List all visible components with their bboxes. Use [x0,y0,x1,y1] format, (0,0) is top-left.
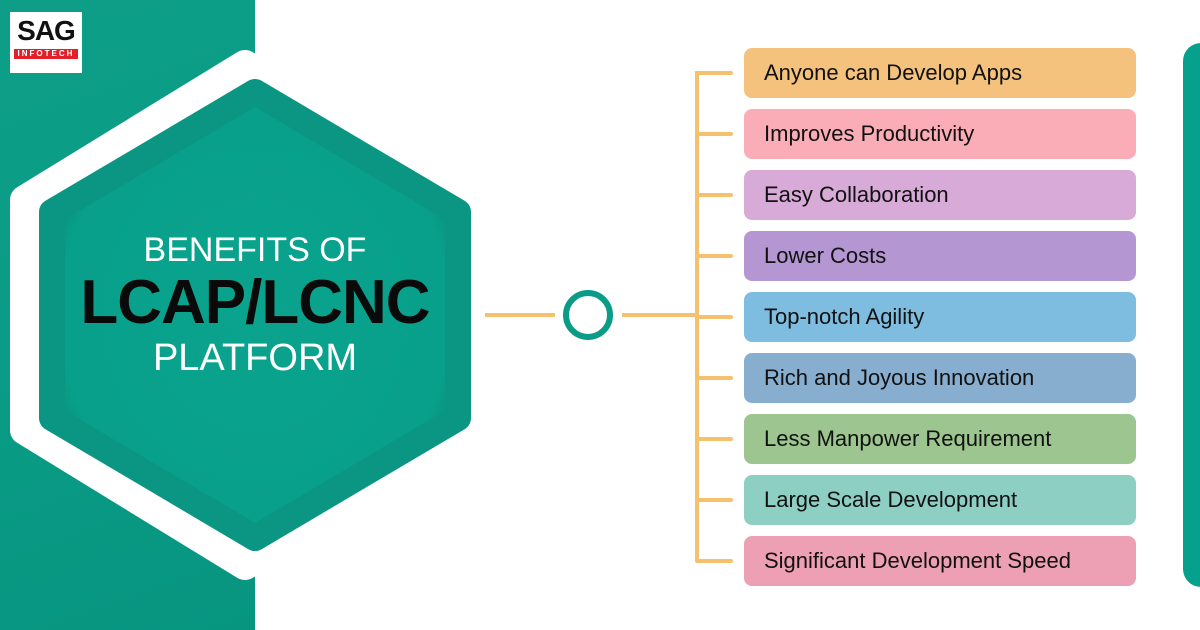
benefit-item: Top-notch Agility [744,292,1136,342]
sag-infotech-logo: SAG INFOTECH [10,12,82,73]
benefit-item: Anyone can Develop Apps [744,48,1136,98]
benefit-item: Large Scale Development [744,475,1136,525]
logo-sub: INFOTECH [14,49,78,59]
right-teal-bar [1183,43,1200,587]
hexagon-inner [39,79,471,551]
title-line-2: LCAP/LCNC [80,268,430,337]
logo-brand: SAG [17,15,76,46]
bracket-ticks [695,71,733,563]
main-title: BENEFITS OF LCAP/LCNC PLATFORM [45,230,465,380]
benefit-item: Less Manpower Requirement [744,414,1136,464]
benefit-label: Anyone can Develop Apps [764,60,1023,85]
benefit-item: Rich and Joyous Innovation [744,353,1136,403]
benefit-item: Improves Productivity [744,109,1136,159]
benefit-label: Rich and Joyous Innovation [764,365,1035,390]
benefit-label: Top-notch Agility [764,304,925,329]
benefit-label: Easy Collaboration [764,182,949,207]
benefit-label: Improves Productivity [764,121,975,146]
benefit-label: Large Scale Development [764,487,1018,512]
benefit-label: Significant Development Speed [764,548,1071,573]
connector-node-circle [563,290,613,340]
benefit-label: Less Manpower Requirement [764,426,1052,451]
benefit-item: Significant Development Speed [744,536,1136,586]
title-line-3: PLATFORM [152,337,358,379]
title-line-1: BENEFITS OF [143,231,367,269]
benefit-item: Lower Costs [744,231,1136,281]
benefit-label: Lower Costs [764,243,887,268]
benefit-item: Easy Collaboration [744,170,1136,220]
